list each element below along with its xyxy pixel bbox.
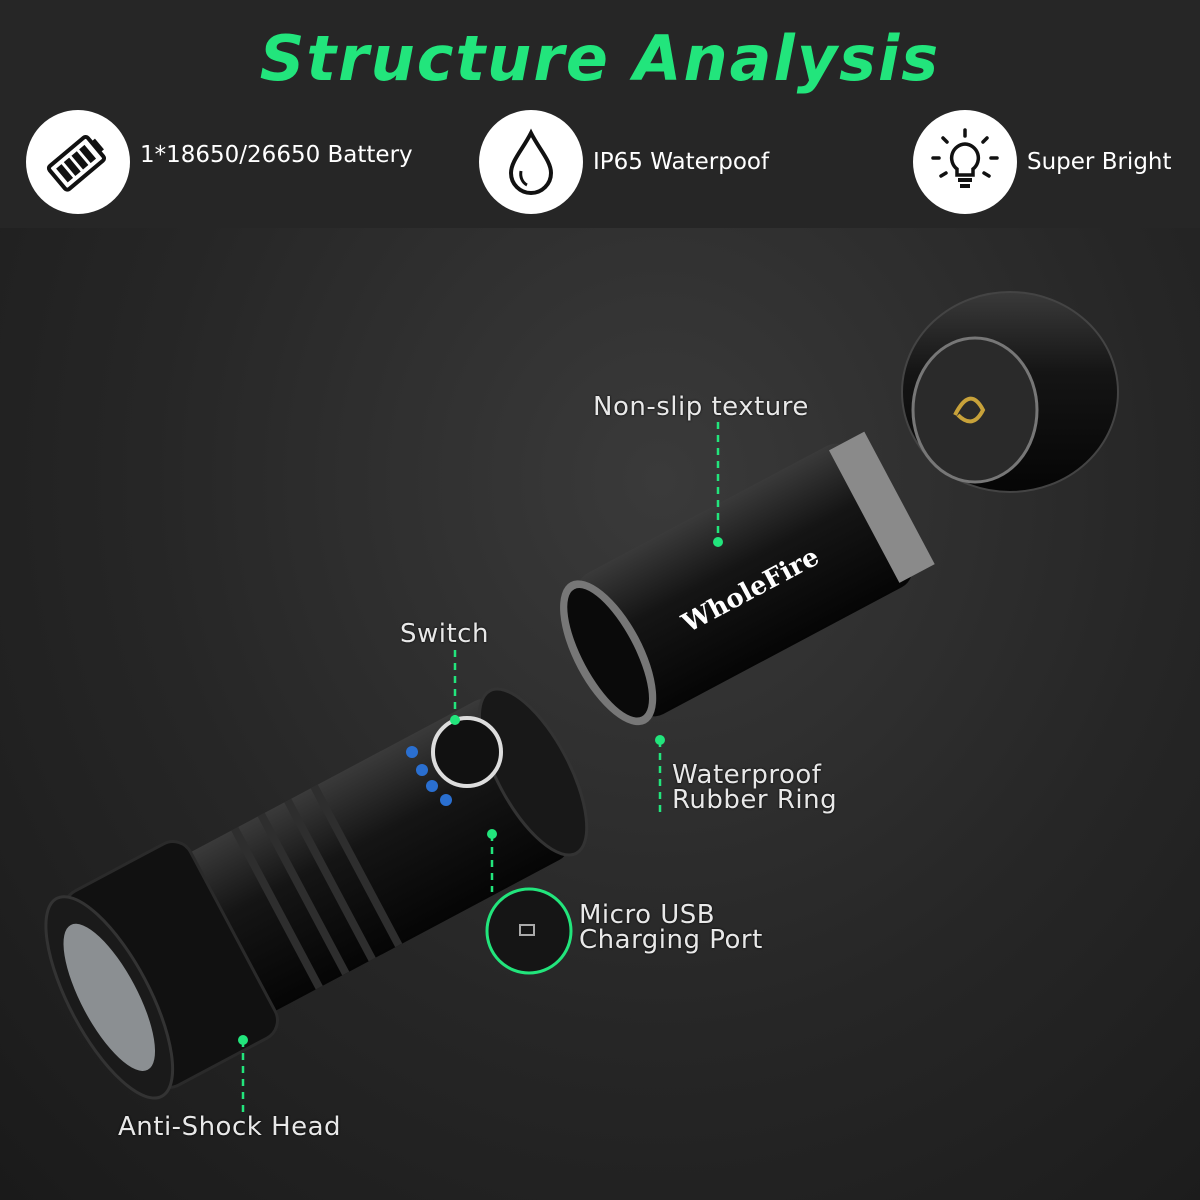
usb-port-inset bbox=[485, 887, 573, 975]
callout-rubber-ring-line1: Waterproof bbox=[672, 760, 822, 790]
feature-label: Super Bright bbox=[1027, 149, 1172, 175]
callout-anti-shock-head: Anti-Shock Head bbox=[118, 1112, 342, 1142]
battery-indicator-leds bbox=[406, 746, 452, 806]
page-title: Structure Analysis bbox=[259, 22, 941, 95]
water-drop-icon bbox=[479, 110, 583, 214]
callout-switch: Switch bbox=[400, 619, 489, 649]
feature-label: IP65 Waterpoof bbox=[593, 149, 770, 175]
feature-battery: 1*18650/26650 Battery bbox=[26, 110, 413, 214]
callout-usb-line1: Micro USB bbox=[579, 900, 716, 930]
callout-lines bbox=[241, 422, 720, 1112]
light-bulb-icon bbox=[913, 110, 1017, 214]
header-band: Structure Analysis 1*18650/26650 Battery… bbox=[0, 0, 1200, 228]
feature-bright: Super Bright bbox=[913, 110, 1172, 214]
flashlight-exploded-view: WholeFire bbox=[44, 291, 1119, 1112]
callout-rubber-ring-line2: Rubber Ring bbox=[672, 785, 838, 815]
switch-button bbox=[431, 716, 503, 788]
flashlight-body bbox=[44, 687, 589, 1100]
callout-non-slip-texture: Non-slip texture bbox=[593, 392, 809, 422]
feature-waterproof: IP65 Waterpoof bbox=[479, 110, 769, 214]
tail-cap bbox=[901, 291, 1119, 493]
battery-tube: WholeFire bbox=[560, 431, 935, 726]
feature-label: 1*18650/26650 Battery bbox=[140, 142, 413, 168]
callout-usb-line2: Charging Port bbox=[579, 925, 763, 955]
callout-dots bbox=[238, 537, 723, 1045]
battery-icon bbox=[26, 110, 130, 214]
